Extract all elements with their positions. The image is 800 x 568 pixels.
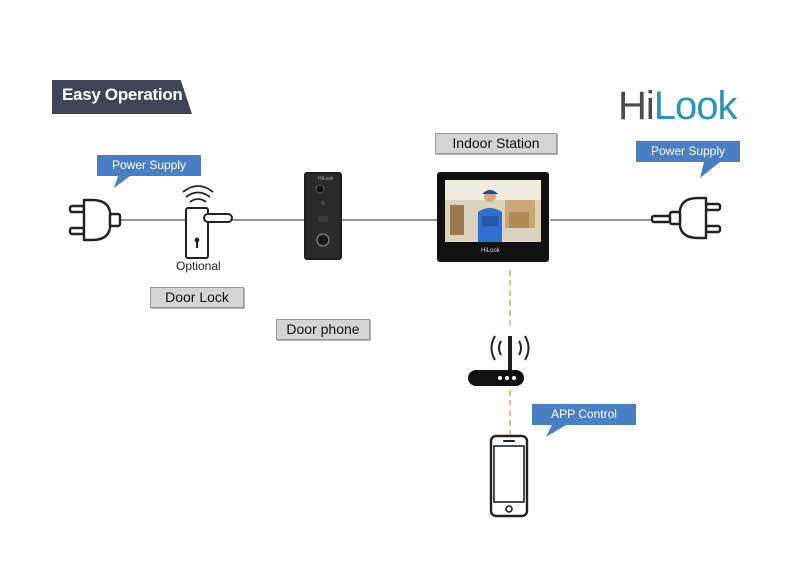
door-lock-icon: [182, 185, 233, 259]
optional-label: Optional: [176, 259, 221, 273]
plug-icon-left: [68, 198, 122, 242]
monitor-icon: [437, 172, 549, 262]
doorbell-brand-text: HiLook: [318, 176, 334, 182]
smartphone-icon: [489, 434, 529, 518]
indoor-station-label: Indoor Station: [435, 133, 557, 154]
callout-app-control: [532, 404, 636, 437]
callout-power-supply-left: [97, 155, 201, 188]
door-phone-label: Door phone: [276, 319, 370, 340]
monitor-brand-text: HiLook: [481, 248, 500, 254]
hilook-logo: HiLook: [618, 84, 738, 128]
router-icon: [468, 335, 530, 386]
logo-hi-text: Hi: [618, 84, 655, 128]
door-lock-label: Door Lock: [150, 287, 244, 308]
logo-look-text: Look: [653, 84, 738, 128]
callout-power-supply-right: [636, 141, 740, 178]
plug-icon-right: [650, 196, 722, 240]
page-title: Easy Operation: [52, 80, 192, 114]
doorbell-icon: [304, 172, 342, 260]
